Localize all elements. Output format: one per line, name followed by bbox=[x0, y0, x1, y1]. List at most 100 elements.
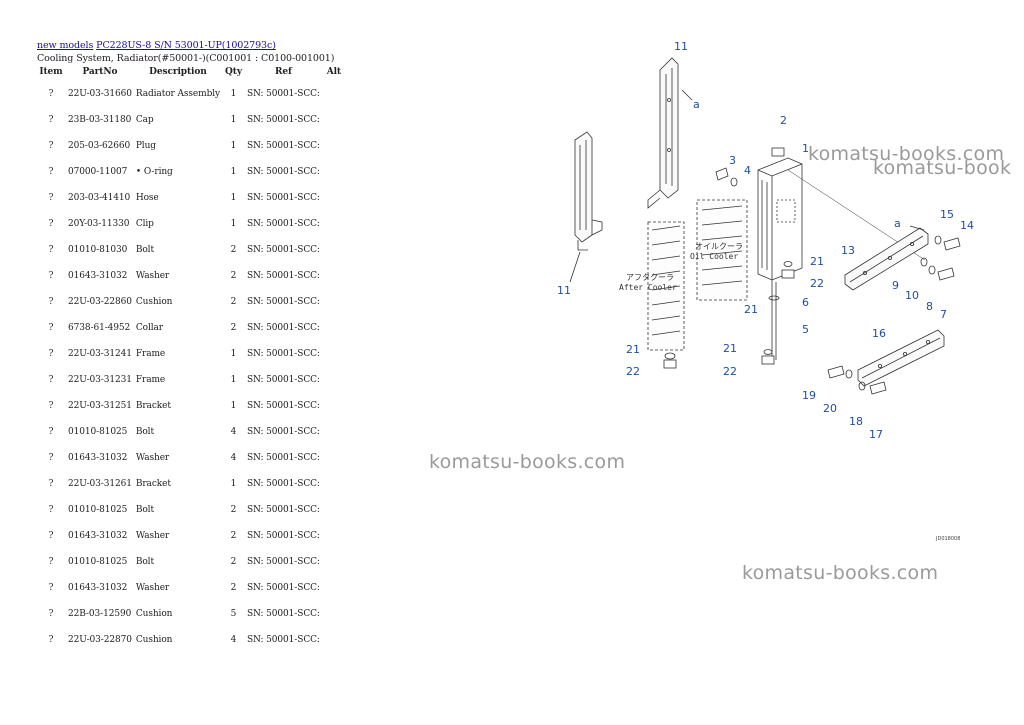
cell-qty: 2 bbox=[230, 323, 237, 333]
cell-description: • O-ring bbox=[135, 167, 173, 177]
cell-alt bbox=[322, 445, 346, 471]
cell-item: ? bbox=[48, 219, 54, 229]
cell-description: Plug bbox=[135, 141, 156, 151]
callout-14: 14 bbox=[960, 219, 974, 232]
cell-ref: SN: 50001-SCC: bbox=[246, 167, 320, 177]
cell-qty: 4 bbox=[230, 427, 237, 437]
cell-partno: 22U-03-31261 bbox=[68, 479, 132, 489]
cell-qty: 1 bbox=[230, 479, 237, 489]
cell-partno: 22U-03-22870 bbox=[68, 635, 132, 645]
cell-partno: 01643-31032 bbox=[68, 531, 128, 541]
header-alt: Alt bbox=[326, 67, 341, 77]
watermark-1: komatsu-books.com bbox=[808, 143, 1005, 165]
cell-ref: SN: 50001-SCC: bbox=[246, 557, 320, 567]
cell-partno: 205-03-62660 bbox=[68, 141, 131, 151]
callout-21-a: 21 bbox=[810, 255, 824, 268]
cell-item: ? bbox=[48, 141, 54, 151]
cell-item: ? bbox=[48, 323, 54, 333]
cushion-21-drawing bbox=[664, 352, 676, 360]
cell-qty: 1 bbox=[230, 375, 237, 385]
cell-item: ? bbox=[48, 115, 54, 125]
callout-19: 19 bbox=[802, 389, 816, 402]
cell-item: ? bbox=[48, 609, 54, 619]
cell-item: ? bbox=[48, 531, 54, 541]
after-cooler-drawing bbox=[647, 221, 685, 351]
cell-qty: 1 bbox=[230, 167, 237, 177]
cell-partno: 07000-11007 bbox=[68, 167, 128, 177]
cell-partno: 01643-31032 bbox=[68, 583, 128, 593]
cell-alt bbox=[322, 315, 346, 341]
breadcrumb-link-new-models[interactable]: new models bbox=[37, 40, 94, 51]
cell-qty: 1 bbox=[230, 401, 237, 411]
frame-12-drawing bbox=[647, 57, 679, 209]
header-partno: PartNo bbox=[82, 67, 118, 77]
after-cooler-label: After Cooler bbox=[619, 283, 677, 292]
cell-ref: SN: 50001-SCC: bbox=[246, 245, 320, 255]
cell-description: Cushion bbox=[135, 609, 173, 619]
cell-description: Cushion bbox=[135, 297, 173, 307]
cell-alt bbox=[322, 497, 346, 523]
cell-ref: SN: 50001-SCC: bbox=[246, 271, 320, 281]
cell-partno: 01643-31032 bbox=[68, 453, 128, 463]
cell-description: Bracket bbox=[135, 479, 171, 489]
callout-a-upper: a bbox=[693, 98, 700, 111]
clip-drawing bbox=[768, 295, 780, 301]
cell-qty: 1 bbox=[230, 193, 237, 203]
cell-item: ? bbox=[48, 453, 54, 463]
callout-6: 6 bbox=[802, 296, 809, 309]
cell-item: ? bbox=[48, 401, 54, 411]
cell-ref: SN: 50001-SCC: bbox=[246, 323, 320, 333]
cell-qty: 2 bbox=[230, 557, 237, 567]
cell-alt bbox=[322, 367, 346, 393]
cell-alt bbox=[322, 159, 346, 185]
cell-partno: 22B-03-12590 bbox=[68, 609, 132, 619]
cell-description: Washer bbox=[135, 531, 170, 541]
cell-item: ? bbox=[48, 89, 54, 99]
cell-qty: 1 bbox=[230, 89, 237, 99]
cell-partno: 22U-03-31231 bbox=[68, 375, 132, 385]
cell-qty: 4 bbox=[230, 635, 237, 645]
cell-ref: SN: 50001-SCC: bbox=[246, 297, 320, 307]
cell-description: Clip bbox=[135, 219, 154, 229]
callout-1: 1 bbox=[802, 142, 809, 155]
cell-qty: 1 bbox=[230, 219, 237, 229]
cell-alt bbox=[322, 419, 346, 445]
cell-description: Frame bbox=[135, 375, 166, 385]
cell-description: Washer bbox=[135, 453, 170, 463]
cell-alt bbox=[322, 211, 346, 237]
drawing-code: JD018008 bbox=[935, 536, 960, 542]
cell-partno: 01010-81025 bbox=[68, 557, 128, 567]
fastener-group-upper bbox=[920, 235, 961, 281]
cell-description: Bolt bbox=[135, 427, 154, 437]
parts-table: Item PartNo Description Qty Ref Alt ?22U… bbox=[36, 65, 346, 653]
cell-ref: SN: 50001-SCC: bbox=[246, 609, 320, 619]
cell-item: ? bbox=[48, 557, 54, 567]
oil-cooler-drawing bbox=[696, 199, 748, 301]
callout-3: 3 bbox=[729, 154, 736, 167]
watermark-4: komatsu-books.com bbox=[742, 562, 939, 584]
cell-alt bbox=[322, 81, 346, 107]
frame-11-drawing bbox=[569, 131, 603, 283]
cell-description: Radiator Assembly bbox=[135, 89, 221, 99]
cell-description: Bolt bbox=[135, 245, 154, 255]
cell-alt bbox=[322, 107, 346, 133]
table-header-row: Item PartNo Description Qty Ref Alt bbox=[36, 65, 346, 81]
plug-drawing bbox=[715, 167, 729, 181]
callout-a-right: a bbox=[894, 217, 901, 230]
breadcrumb-link-model[interactable]: PC228US-8 S/N 53001-UP(1002793c) bbox=[96, 40, 276, 51]
exploded-parts-diagram: 11 a 1 2 3 4 5 6 7 8 9 10 11 13 14 15 16… bbox=[557, 40, 974, 542]
cell-alt bbox=[322, 289, 346, 315]
